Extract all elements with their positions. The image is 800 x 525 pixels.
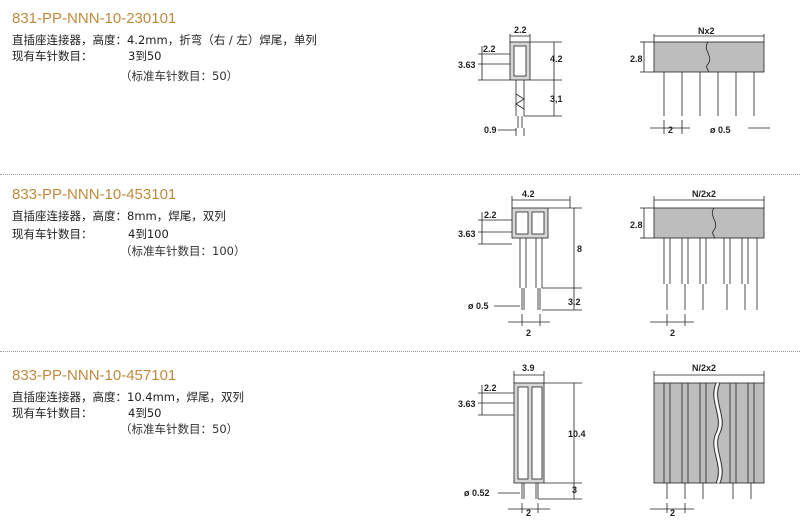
pin-count-label: 现有车针数目： [12,406,93,420]
product-section-1: 831-PP-NNN-10-230101 直插座连接器，高度：4.2mm，折弯（… [0,0,800,172]
dim-right-a: 8 [577,244,582,254]
side-view-drawing: 2.2 2.2 3.63 4.2 3,1 0.9 [458,25,563,136]
dim-pitch: 2 [668,125,673,135]
product-section-3: 833-PP-NNN-10-457101 直插座连接器，高度：10.4mm，焊尾… [0,353,800,525]
front-view-drawing: Nx2 2.8 2 ø 0.5 [630,26,770,135]
side-view-drawing: 3.9 2.2 3.63 10.4 3 2 ø 0.52 [458,363,586,518]
dim-left-b: 3.63 [458,60,476,70]
dim-diameter: ø 0.5 [468,301,489,311]
part-number: 833-PP-NNN-10-457101 [12,367,177,384]
dim-left: 2.8 [630,220,643,230]
pin-count-label: 现有车针数目： [12,49,93,63]
dim-left-a: 2.2 [484,210,497,220]
front-view-drawing: N/2x2 2 [650,363,765,518]
pin-count-value: 4到100 [128,227,169,241]
section-divider [0,174,800,175]
dim-left-b: 3.63 [458,399,476,409]
dim-right-b: 3,1 [550,94,563,104]
dim-top: N/2x2 [692,363,716,373]
product-description: 直插座连接器，高度：8mm，焊尾，双列 [12,209,226,223]
dim-pitch: 2 [670,328,675,338]
standard-pin-count: （标准车针数目：50） [120,422,239,436]
dim-left-b: 3.63 [458,229,476,239]
standard-pin-count: （标准车针数目：50） [120,69,239,83]
pin-count-value: 3到50 [128,49,162,63]
dim-bottom: 2 [526,508,531,518]
front-view-drawing: N/2x2 2.8 2 [630,189,765,338]
pin-count-label: 现有车针数目： [12,227,93,241]
dim-left: 2.8 [630,54,643,64]
dim-top: Nx2 [698,26,715,36]
dim-right-a: 4.2 [550,54,563,64]
product-description: 直插座连接器，高度：10.4mm，焊尾，双列 [12,390,245,404]
dim-pitch: 2 [670,508,675,518]
dim-right-b: 3.2 [568,297,581,307]
section-divider [0,351,800,352]
dim-diameter: ø 0.5 [710,125,731,135]
standard-pin-count: （标准车针数目：100） [120,244,246,258]
dim-top: 4.2 [522,189,535,199]
dim-right-a: 10.4 [568,429,586,439]
dim-top: N/2x2 [692,189,716,199]
part-number: 831-PP-NNN-10-230101 [12,10,177,27]
dim-right-b: 3 [572,485,577,495]
dim-top: 2.2 [514,25,527,35]
dim-top: 3.9 [522,363,535,373]
side-view-drawing: 4.2 2.2 3.63 8 3.2 2 ø 0.5 [458,189,582,338]
part-number: 833-PP-NNN-10-453101 [12,186,177,203]
dim-bottom: 0.9 [484,125,497,135]
dim-diameter: ø 0.52 [464,488,490,498]
dim-left-a: 2.2 [484,383,497,393]
product-description: 直插座连接器，高度：4.2mm，折弯（右 / 左）焊尾，单列 [12,33,317,47]
pin-count-value: 4到50 [128,406,162,420]
dim-bottom: 2 [526,328,531,338]
dim-left-a: 2.2 [483,44,496,54]
product-section-2: 833-PP-NNN-10-453101 直插座连接器，高度：8mm，焊尾，双列… [0,176,800,348]
